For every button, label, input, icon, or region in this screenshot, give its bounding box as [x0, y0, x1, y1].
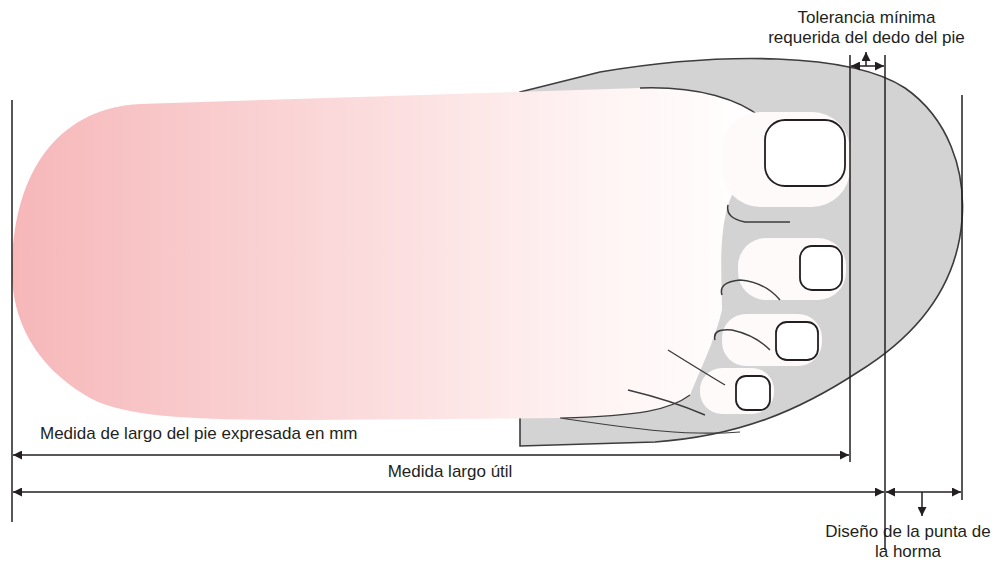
dimension-label: Medida largo útil — [250, 462, 650, 482]
toes — [628, 112, 850, 415]
dimension-note: Tolerancia mínima requerida del dedo del… — [764, 8, 969, 48]
foot-edge — [640, 88, 762, 118]
dimension-arrows — [13, 52, 961, 516]
foot-body — [12, 88, 762, 420]
dimension-label: Medida de largo del pie expresada en mm — [40, 424, 500, 444]
reference-lines — [12, 55, 962, 550]
dimension-note: Diseño de la punta de la horma — [824, 522, 992, 562]
